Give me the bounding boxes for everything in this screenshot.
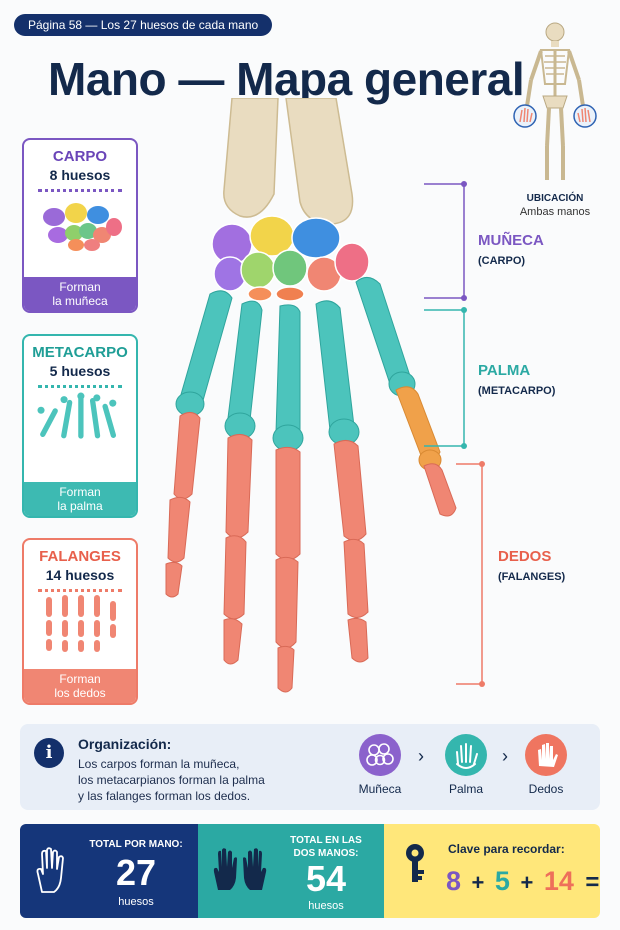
carpo-footer: Forman la muñeca bbox=[24, 277, 136, 311]
both-hands-label-2: DOS MANOS: bbox=[293, 848, 359, 859]
metacarpo-title: METACARPO bbox=[32, 344, 128, 361]
total-per-hand-box: TOTAL POR MANO: 27 huesos bbox=[20, 824, 198, 918]
memory-key-box: Clave para recordar: 8 + 5 + 14 = 27 bbox=[384, 824, 600, 918]
dedos-region-label: DEDOS (FALANGES) bbox=[498, 548, 565, 583]
organization-line-1: Los carpos forman la muñeca, bbox=[78, 757, 240, 771]
both-hands-value: 54 bbox=[305, 858, 347, 899]
chevron-right-icon: › bbox=[418, 746, 424, 766]
total-both-hands-box: TOTAL EN LAS DOS MANOS: 54 huesos bbox=[198, 824, 384, 918]
palm-hand-icon bbox=[445, 734, 487, 776]
organization-panel: i Organización: Los carpos forman la muñ… bbox=[20, 724, 600, 810]
metacarpal-bones-icon bbox=[37, 392, 117, 439]
carpal-bones bbox=[211, 215, 370, 302]
skeleton-figure bbox=[513, 22, 597, 180]
two-hands-icon bbox=[213, 848, 267, 890]
phalanx-bones-icon bbox=[46, 595, 116, 652]
falanges-footer-line-2: los dedos bbox=[54, 686, 106, 700]
chevron-right-icon: › bbox=[502, 746, 508, 766]
falanges-count: 14 huesos bbox=[45, 567, 115, 583]
flow-label-palma: Palma bbox=[448, 782, 483, 796]
organization-text: Los carpos forman la muñeca, los metacar… bbox=[78, 756, 358, 804]
hand-skeleton-illustration bbox=[165, 98, 457, 693]
metacarpo-divider bbox=[38, 385, 122, 389]
dedos-bracket bbox=[456, 461, 485, 687]
metacarpo-footer: Forman la palma bbox=[24, 482, 136, 516]
organization-line-3: y las falanges forman los dedos. bbox=[78, 789, 251, 803]
per-hand-unit: huesos bbox=[118, 896, 154, 908]
muneca-region-label: MUÑECA (CARPO) bbox=[478, 232, 544, 267]
metacarpo-count: 5 huesos bbox=[49, 363, 111, 379]
location-title: UBICACIÓN bbox=[526, 193, 584, 204]
carpo-title: CARPO bbox=[52, 148, 108, 165]
palma-label: PALMA bbox=[478, 362, 531, 379]
eq-falanges: 14 bbox=[543, 866, 574, 896]
palma-sublabel: (METACARPO) bbox=[478, 385, 556, 397]
page-title: Mano — Mapa general bbox=[48, 53, 525, 105]
carpal-cluster-icon bbox=[359, 734, 401, 776]
eq-plus-1: + bbox=[471, 870, 485, 895]
muneca-sublabel: (CARPO) bbox=[478, 255, 526, 267]
totals-strip: TOTAL POR MANO: 27 huesos TOTAL EN LAS D… bbox=[20, 824, 600, 918]
metacarpo-card: METACARPO 5 huesos Forman la palma bbox=[22, 334, 138, 518]
carpo-divider bbox=[38, 189, 122, 193]
info-icon: i bbox=[34, 738, 64, 768]
dedos-label: DEDOS bbox=[498, 548, 552, 565]
carpal-bones-icon bbox=[43, 203, 122, 251]
per-hand-value: 27 bbox=[115, 852, 157, 893]
falanges-footer: Forman los dedos bbox=[24, 669, 136, 703]
falanges-title: FALANGES bbox=[39, 548, 121, 565]
eq-equals: = bbox=[585, 869, 600, 896]
page-tag: Página 58 — Los 27 huesos de cada mano bbox=[14, 14, 273, 36]
radius-bone bbox=[223, 98, 279, 218]
falanges-card: FALANGES 14 huesos Forman los dedos bbox=[22, 538, 138, 705]
per-hand-label: TOTAL POR MANO: bbox=[89, 839, 183, 850]
organization-title: Organización: bbox=[78, 736, 172, 752]
carpo-footer-line-2: la muñeca bbox=[52, 294, 108, 308]
falanges-footer-line-1: Forman bbox=[59, 672, 101, 686]
organization-line-2: los metacarpianos forman la palma bbox=[78, 773, 265, 787]
muneca-label: MUÑECA bbox=[478, 232, 544, 249]
key-icon bbox=[406, 844, 424, 882]
both-hands-label: TOTAL EN LAS DOS MANOS: bbox=[274, 834, 378, 860]
location-subtitle: Ambas manos bbox=[519, 206, 591, 218]
flow-label-muneca: Muñeca bbox=[358, 782, 402, 796]
both-hands-unit: huesos bbox=[308, 900, 344, 912]
eq-metacarpo: 5 bbox=[494, 866, 510, 896]
finger-phalanges bbox=[165, 412, 369, 693]
metacarpo-footer-line-1: Forman bbox=[59, 485, 101, 499]
flow-muneca: Muñeca bbox=[350, 734, 410, 796]
eq-plus-2: + bbox=[520, 870, 534, 895]
metacarpal-bones bbox=[175, 277, 416, 452]
flow-dedos: Dedos bbox=[516, 734, 576, 796]
flow-label-dedos: Dedos bbox=[528, 782, 564, 796]
bone-sum-equation: 8 + 5 + 14 = 27 bbox=[446, 866, 600, 897]
eq-carpo: 8 bbox=[446, 866, 462, 896]
flow-palma: Palma bbox=[436, 734, 496, 796]
falanges-divider bbox=[38, 589, 122, 593]
fingers-hand-icon bbox=[525, 734, 567, 776]
key-title: Clave para recordar: bbox=[448, 842, 565, 856]
both-hands-label-1: TOTAL EN LAS bbox=[290, 835, 362, 846]
carpo-footer-line-1: Forman bbox=[59, 280, 101, 294]
ulna-bone bbox=[285, 98, 354, 225]
metacarpo-footer-line-2: la palma bbox=[57, 499, 103, 513]
hand-outline-icon bbox=[36, 847, 64, 893]
carpo-card: CARPO 8 huesos Forman la muñeca bbox=[22, 138, 138, 313]
region-brackets bbox=[424, 181, 467, 449]
palma-region-label: PALMA (METACARPO) bbox=[478, 362, 555, 397]
carpo-count: 8 huesos bbox=[49, 167, 111, 183]
dedos-sublabel: (FALANGES) bbox=[498, 571, 566, 583]
